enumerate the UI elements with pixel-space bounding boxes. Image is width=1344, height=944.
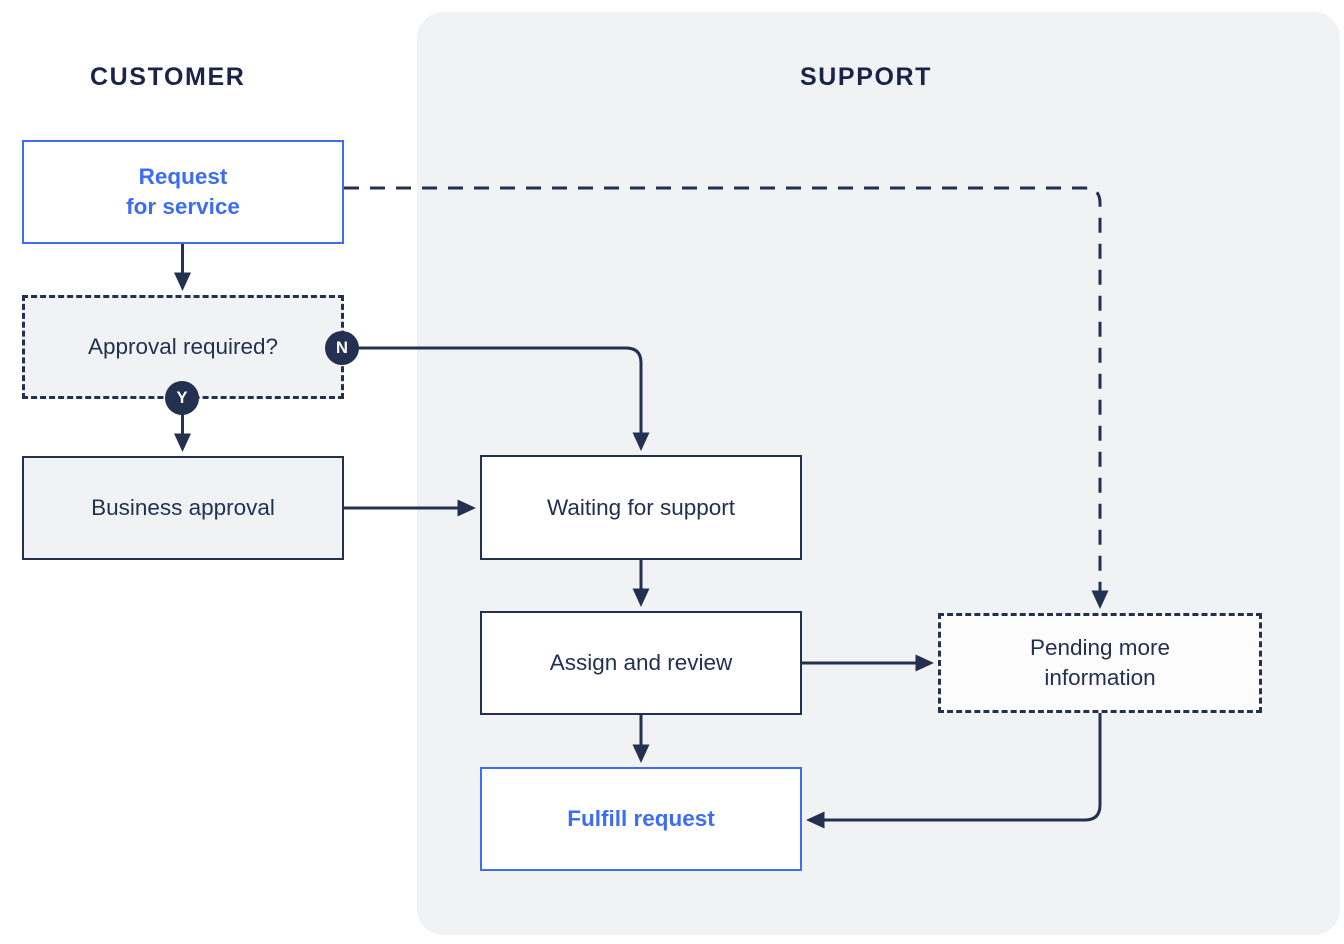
node-assign-and-review[interactable]: Assign and review: [480, 611, 802, 715]
node-request-for-service-label: Request for service: [126, 164, 240, 219]
node-fulfill-request[interactable]: Fulfill request: [480, 767, 802, 871]
lane-title-support: SUPPORT: [800, 63, 933, 91]
node-waiting-for-support[interactable]: Waiting for support: [480, 455, 802, 560]
node-business-approval-label: Business approval: [91, 495, 275, 521]
node-request-for-service[interactable]: Request for service: [22, 140, 344, 244]
node-waiting-for-support-label: Waiting for support: [547, 494, 735, 520]
node-pending-more-information[interactable]: Pending more information: [938, 613, 1262, 713]
decision-badge-no: N: [325, 331, 359, 365]
node-business-approval[interactable]: Business approval: [22, 456, 344, 560]
decision-badge-no-label: N: [336, 338, 348, 357]
lane-title-customer: CUSTOMER: [90, 63, 246, 91]
node-approval-required-label: Approval required?: [87, 334, 279, 360]
decision-badge-yes: Y: [165, 381, 199, 415]
decision-badge-yes-label: Y: [176, 388, 188, 407]
node-assign-and-review-label: Assign and review: [549, 650, 733, 676]
node-pending-more-information-label: Pending more information: [1029, 635, 1171, 690]
node-fulfill-request-label: Fulfill request: [567, 806, 715, 832]
